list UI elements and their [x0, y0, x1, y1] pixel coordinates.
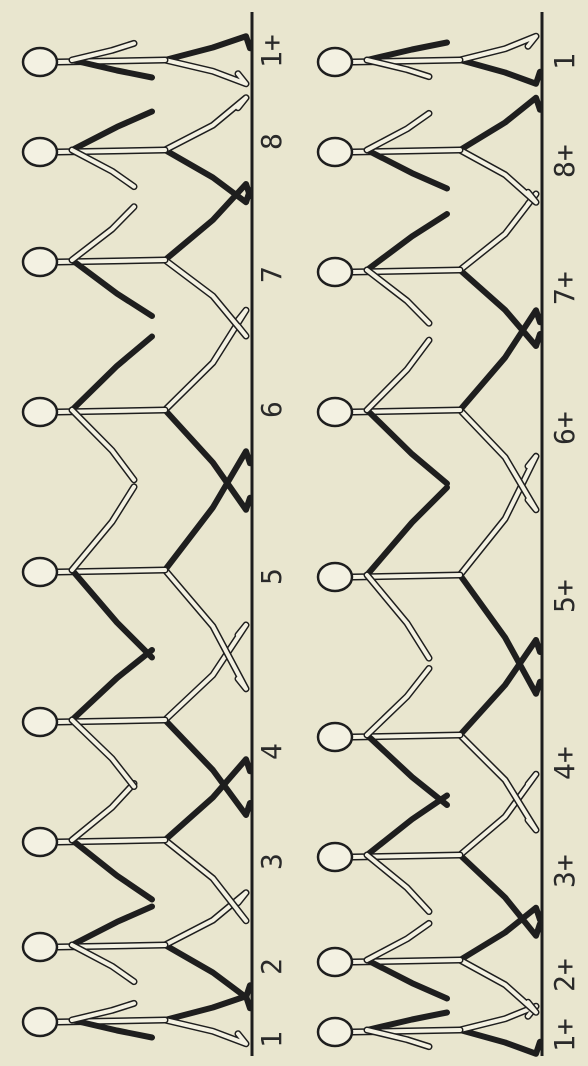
head — [23, 138, 57, 166]
head — [318, 138, 352, 166]
frame-label: 1+ — [255, 34, 288, 68]
frame-label: 1+ — [548, 1018, 581, 1052]
head — [318, 948, 352, 976]
head — [318, 258, 352, 286]
frame-label: 6 — [255, 401, 288, 418]
frame-label: 1 — [255, 1031, 288, 1048]
frame-label: 3+ — [548, 854, 581, 888]
frame-label: 7 — [255, 266, 288, 283]
head — [23, 248, 57, 276]
frame-label: 5 — [255, 568, 288, 585]
frame-label: 2+ — [548, 958, 581, 992]
frame-label: 6+ — [548, 411, 581, 445]
head — [23, 558, 57, 586]
frame-label: 4 — [255, 743, 288, 760]
frame-label: 8 — [255, 133, 288, 150]
frame-label: 3 — [255, 853, 288, 870]
frame-label: 1 — [548, 53, 581, 70]
frame-label: 5+ — [548, 579, 581, 613]
head — [318, 1018, 352, 1046]
frame-label: 4+ — [548, 746, 581, 780]
head — [318, 48, 352, 76]
head — [23, 48, 57, 76]
head — [23, 828, 57, 856]
frame-label: 7+ — [548, 271, 581, 305]
head — [318, 398, 352, 426]
head — [23, 933, 57, 961]
head — [23, 398, 57, 426]
head — [318, 723, 352, 751]
head — [318, 563, 352, 591]
head — [318, 843, 352, 871]
head — [23, 1008, 57, 1036]
frame-label: 8+ — [548, 144, 581, 178]
head — [23, 708, 57, 736]
frame-label: 2 — [255, 958, 288, 975]
